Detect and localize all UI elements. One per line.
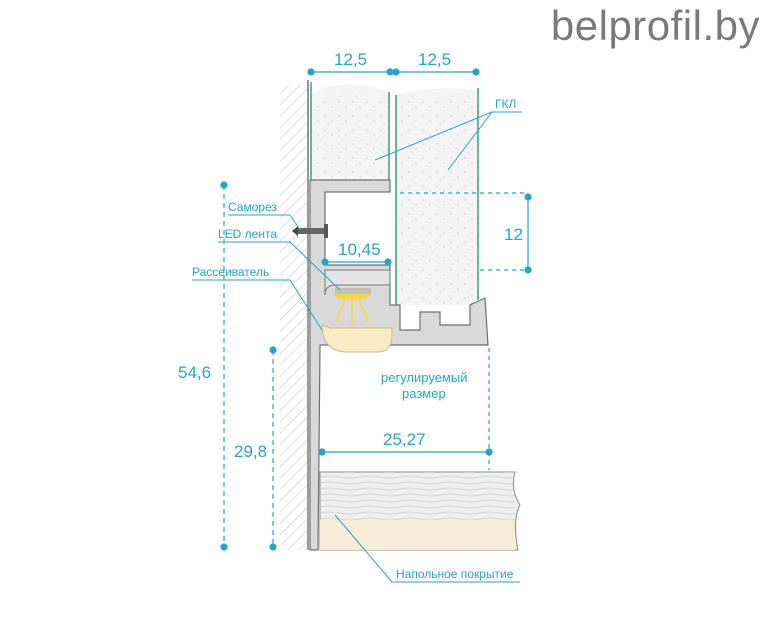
diffuser — [321, 324, 393, 353]
brand-logo: belprofil.by — [550, 2, 760, 49]
dim-gkl-insert: 12 — [504, 225, 523, 244]
label-gkl: ГКЛ — [495, 97, 516, 111]
label-diffuser: Рассеиватель — [192, 265, 269, 279]
dim-gkl-2: 12,5 — [418, 50, 451, 69]
dim-lower-height: 29,8 — [234, 442, 267, 461]
dim-profile-inner: 10,45 — [338, 240, 381, 259]
gkl-sheet-1 — [310, 82, 390, 180]
label-led: LED лента — [218, 227, 277, 241]
floor-covering — [319, 471, 521, 551]
led-strip — [334, 288, 371, 325]
gkl-sheet-2 — [395, 88, 479, 305]
dim-bottom-width: 25,27 — [383, 430, 426, 449]
label-adjustable-1: регулируемый — [381, 370, 467, 385]
label-adjustable-2: размер — [402, 386, 446, 401]
label-floor: Напольное покрытие — [396, 567, 514, 581]
wall — [280, 80, 309, 550]
dim-total-height: 54,6 — [178, 363, 211, 382]
screw-icon — [292, 224, 328, 238]
dim-gkl-1: 12,5 — [334, 50, 367, 69]
label-screw: Саморез — [228, 200, 277, 214]
